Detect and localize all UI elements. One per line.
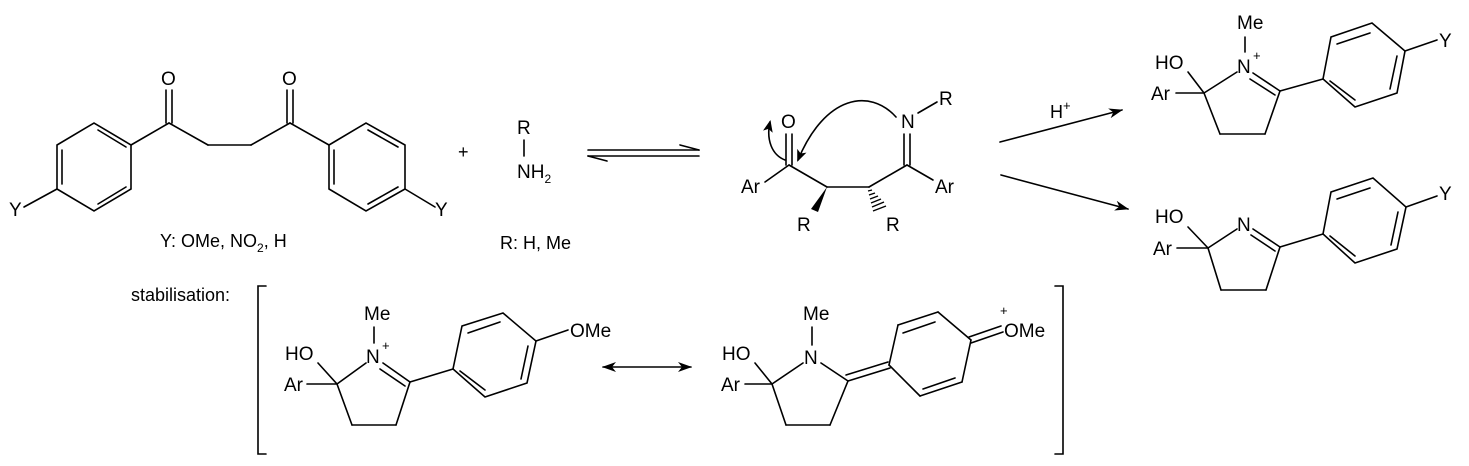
hydroxy-label: HO	[1155, 53, 1184, 74]
plus-sign: +	[458, 142, 469, 162]
r-label: R	[517, 118, 531, 139]
acid-label: H+	[1050, 98, 1071, 122]
y-label: Y	[9, 200, 22, 221]
reaction-arrows: H+	[999, 98, 1129, 211]
right-bracket	[1054, 285, 1064, 455]
ar-label: Ar	[1151, 84, 1171, 105]
oxygen-label: O	[781, 112, 796, 133]
arrow-to-upper-product	[999, 108, 1123, 143]
methoxy-label: OMe	[570, 321, 611, 342]
diketone-structure: Y O O Y Y: OMe, NO2, H	[9, 69, 448, 255]
oxygen-label: O	[161, 69, 176, 90]
y-label: Y	[1439, 184, 1452, 205]
y-label: Y	[435, 200, 448, 221]
methoxy-label: OMe	[1004, 321, 1045, 342]
methyl-label: Me	[1237, 13, 1263, 34]
stabilisation-label: stabilisation:	[131, 285, 230, 305]
y-label: Y	[1439, 31, 1452, 52]
curved-arrow-icon	[797, 99, 897, 162]
nitrogen-label: N	[1237, 57, 1251, 78]
ar-label: Ar	[741, 177, 761, 198]
charge-label: +	[382, 338, 390, 353]
left-bracket	[257, 285, 267, 455]
nitrogen-label: N	[1237, 215, 1251, 236]
nh2-label: NH2	[517, 162, 551, 186]
nitrogen-label: N	[366, 347, 380, 368]
intermediate-structure: Ar Ar O N R R R	[741, 89, 955, 236]
r-label: R	[797, 215, 811, 236]
ar-label: Ar	[284, 375, 304, 396]
amine-caption: R: H, Me	[500, 233, 571, 253]
equilibrium-arrow	[587, 144, 700, 162]
ar-label: Ar	[721, 375, 741, 396]
amine-structure: R NH2 R: H, Me	[500, 118, 571, 253]
upper-product-structure: Me N + HO Ar Y	[1151, 13, 1452, 135]
ar-label: Ar	[935, 177, 955, 198]
hydroxy-label: HO	[1155, 207, 1184, 228]
hydroxy-label: HO	[285, 344, 314, 365]
curved-arrow-icon	[762, 120, 786, 161]
methyl-label: Me	[803, 304, 829, 325]
diketone-caption: Y: OMe, NO2, H	[160, 231, 287, 255]
hydroxy-label: HO	[722, 344, 751, 365]
oxygen-label: O	[282, 69, 297, 90]
arrow-to-lower-product	[1000, 174, 1129, 211]
resonance-form-right: Me N HO Ar OMe +	[721, 303, 1045, 426]
resonance-form-left: Me N + HO Ar OMe	[284, 304, 611, 426]
nitrogen-label: N	[901, 112, 915, 133]
lower-product-structure: HO N Ar Y	[1153, 177, 1452, 291]
r-label: R	[939, 89, 953, 110]
charge-label: +	[1000, 303, 1008, 318]
charge-label: +	[1253, 48, 1261, 63]
r-label: R	[886, 215, 900, 236]
methyl-label: Me	[364, 304, 390, 325]
nitrogen-label: N	[804, 348, 818, 369]
ar-label: Ar	[1153, 239, 1173, 260]
